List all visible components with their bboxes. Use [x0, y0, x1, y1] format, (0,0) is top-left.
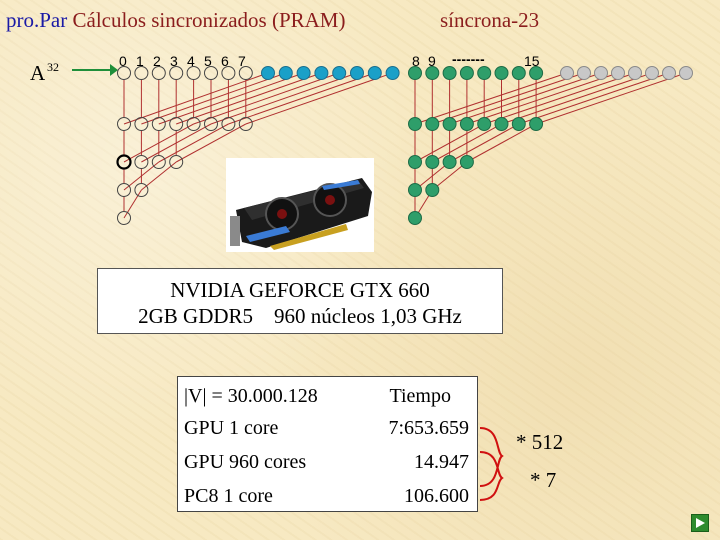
note-7: * 7 — [530, 468, 556, 493]
gpu-info-line1: NVIDIA GEFORCE GTX 660 — [98, 277, 502, 303]
timing-table: |V| = 30.000.128 Tiempo GPU 1 core 7:653… — [177, 376, 478, 512]
tree-node — [443, 118, 456, 131]
fan-line — [228, 73, 374, 124]
array-node — [239, 67, 252, 80]
table-cell-label: GPU 1 core — [184, 417, 278, 440]
tree-node — [530, 118, 543, 131]
array-superscript: 32 — [47, 60, 59, 74]
array-node — [530, 67, 543, 80]
array-node — [629, 67, 642, 80]
array-node — [386, 67, 399, 80]
table-cell-label: |V| = 30.000.128 — [184, 385, 318, 408]
play-arrow-icon — [692, 515, 708, 531]
table-row: |V| = 30.000.128 Tiempo — [178, 385, 477, 415]
array-node — [297, 67, 310, 80]
array-node — [578, 67, 591, 80]
table-cell-value: Tiempo — [389, 385, 451, 408]
tree-node — [512, 118, 525, 131]
tree-node — [409, 118, 422, 131]
gpu-info-line2: 2GB GDDR5 960 núcleos 1,03 GHz — [98, 303, 502, 329]
array-node — [612, 67, 625, 80]
array-label: A — [30, 61, 46, 85]
curly-brace-top — [480, 428, 502, 486]
tree-node — [426, 184, 439, 197]
fan-line — [141, 73, 285, 124]
index-label-ellipsis: ------- — [452, 51, 485, 67]
tree-node — [495, 118, 508, 131]
fan-line — [176, 124, 246, 162]
array-node — [409, 67, 422, 80]
tree-node — [460, 156, 473, 169]
gpu-card-image — [226, 158, 374, 252]
array-node — [595, 67, 608, 80]
table-row: GPU 960 cores 14.947 — [178, 451, 477, 481]
table-cell-value: 14.947 — [414, 451, 469, 474]
array-node — [368, 67, 381, 80]
tree-node — [460, 118, 473, 131]
array-node — [262, 67, 275, 80]
fan-line — [124, 190, 141, 218]
array-node — [279, 67, 292, 80]
fan-line — [159, 124, 229, 162]
table-cell-label: GPU 960 cores — [184, 451, 306, 474]
array-node — [460, 67, 473, 80]
array-arrow-head — [110, 64, 118, 76]
next-slide-button[interactable] — [691, 514, 709, 532]
array-node — [315, 67, 328, 80]
table-cell-value: 106.600 — [404, 485, 469, 508]
table-cell-label: PC8 1 core — [184, 485, 273, 508]
fan-line — [211, 73, 357, 124]
gpu-info-box: NVIDIA GEFORCE GTX 660 2GB GDDR5 960 núc… — [97, 268, 503, 334]
array-node — [351, 67, 364, 80]
table-row: GPU 1 core 7:653.659 — [178, 417, 477, 447]
tree-node — [478, 118, 491, 131]
fan-lines — [124, 73, 686, 218]
array-node — [478, 67, 491, 80]
fan-line — [176, 73, 321, 124]
array-node — [561, 67, 574, 80]
array-node — [646, 67, 659, 80]
tree-node — [426, 118, 439, 131]
array-node — [663, 67, 676, 80]
table-cell-value: 7:653.659 — [388, 417, 469, 440]
array-node — [443, 67, 456, 80]
tree-node — [409, 212, 422, 225]
array-node — [495, 67, 508, 80]
table-row: PC8 1 core 106.600 — [178, 485, 477, 515]
tree-node — [409, 184, 422, 197]
tree-node — [426, 156, 439, 169]
fan-line — [159, 73, 304, 124]
array-node — [333, 67, 346, 80]
curly-brace-bottom — [480, 452, 502, 500]
tree-node — [409, 156, 422, 169]
array-node — [426, 67, 439, 80]
array-node — [680, 67, 693, 80]
note-512: * 512 — [516, 430, 563, 455]
tree-node — [443, 156, 456, 169]
fan-line — [124, 73, 268, 124]
nodes — [118, 67, 693, 225]
array-node — [512, 67, 525, 80]
